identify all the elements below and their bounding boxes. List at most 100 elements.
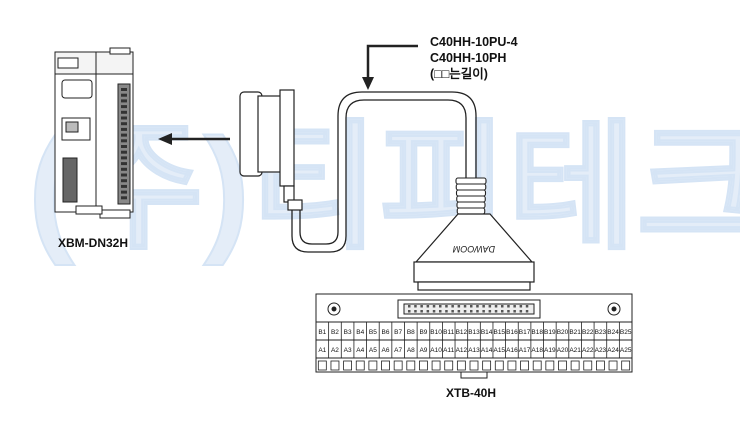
- plc-led: [121, 110, 127, 114]
- terminal-label-b: B15: [493, 329, 505, 336]
- plc-led: [121, 179, 127, 183]
- pin-hole: [482, 305, 485, 308]
- plc-led: [121, 99, 127, 103]
- pin-hole: [451, 305, 454, 308]
- terminal-label-b: B14: [481, 329, 493, 336]
- terminal-label-a: A25: [620, 347, 632, 354]
- terminal-block-label: XTB-40H: [446, 386, 497, 400]
- plc-led: [121, 116, 127, 120]
- terminal-label-a: A20: [557, 347, 569, 354]
- left-connector: [239, 89, 303, 211]
- terminal-label-a: A18: [531, 347, 543, 354]
- terminal-label-b: B3: [344, 329, 352, 336]
- pin-hole: [494, 305, 498, 308]
- pin-hole: [525, 305, 529, 308]
- terminal-label-b: B1: [318, 329, 326, 336]
- plc-led: [121, 173, 127, 177]
- terminal-screw: [469, 360, 479, 371]
- connector-pin-holes: [408, 305, 529, 313]
- terminal-label-b: B5: [369, 329, 377, 336]
- terminal-label-a: A22: [582, 347, 594, 354]
- terminal-screw: [608, 360, 618, 371]
- pin-hole: [501, 310, 504, 313]
- cable-length-note: (□□는길이): [430, 67, 488, 81]
- cable-model-2: C40HH-10PH: [430, 51, 507, 65]
- terminal-label-b: B25: [620, 329, 632, 336]
- pin-hole: [513, 305, 516, 308]
- pin-hole: [426, 305, 430, 308]
- pin-hole: [463, 310, 467, 313]
- plc-led-column: [121, 88, 127, 200]
- terminal-screw: [355, 360, 365, 371]
- terminal-label-b: B13: [468, 329, 480, 336]
- terminal-label-a: A8: [407, 347, 415, 354]
- pin-hole: [420, 310, 423, 313]
- terminal-label-b: B4: [356, 329, 364, 336]
- pin-hole: [457, 305, 461, 308]
- pin-hole: [507, 310, 510, 313]
- cable-path: [291, 91, 477, 253]
- terminal-screw: [431, 360, 441, 371]
- plc-module-label: XBM-DN32H: [58, 236, 129, 250]
- terminal-screw: [482, 360, 492, 371]
- terminal-label-a: A23: [595, 347, 607, 354]
- watermark-text: (주)티피테크: [28, 109, 740, 266]
- terminal-label-a: A6: [382, 347, 390, 354]
- terminal-screw: [570, 360, 580, 371]
- callout-arrow: [362, 44, 418, 90]
- cable-model-1: C40HH-10PU-4: [430, 35, 518, 49]
- plc-led: [121, 127, 127, 131]
- terminal-label-a: A11: [443, 347, 454, 354]
- cable-strain-relief: [455, 177, 487, 215]
- pin-hole: [408, 305, 411, 308]
- terminal-screw: [393, 360, 403, 371]
- plc-led: [121, 150, 127, 154]
- relief-ring: [455, 183, 487, 191]
- pin-hole: [476, 310, 479, 313]
- pin-hole: [439, 310, 442, 313]
- terminal-screw: [507, 360, 517, 371]
- terminal-label-b: B7: [394, 329, 402, 336]
- plc-led: [121, 196, 127, 200]
- terminal-screw: [419, 360, 428, 371]
- terminal-label-b: B21: [569, 329, 581, 336]
- pin-hole: [482, 310, 485, 313]
- plc-led: [121, 156, 127, 160]
- terminal-screw: [621, 360, 631, 371]
- terminal-label-b: B16: [506, 329, 518, 336]
- relief-ring: [456, 207, 486, 215]
- pin-hole: [525, 310, 529, 313]
- pin-hole: [408, 310, 411, 313]
- pin-hole: [513, 310, 516, 313]
- terminal-label-a: A1: [318, 347, 326, 354]
- terminal-label-a: A13: [468, 347, 480, 354]
- terminal-label-b: B18: [531, 329, 543, 336]
- plc-led: [121, 167, 127, 171]
- pin-hole: [457, 310, 461, 313]
- plc-led: [121, 105, 127, 109]
- terminal-screw: [343, 360, 353, 371]
- pin-hole: [501, 305, 504, 308]
- relief-ring: [456, 201, 486, 209]
- connector-brand: DAWOOM: [452, 244, 495, 254]
- terminal-screw: [368, 360, 378, 371]
- terminal-screw: [406, 360, 416, 371]
- relief-ring: [456, 195, 486, 203]
- cable-callout: C40HH-10PU-4 C40HH-10PH (□□는길이): [430, 34, 518, 82]
- terminal-screw: [456, 360, 466, 371]
- plc-led: [121, 190, 127, 194]
- terminal-screw: [596, 360, 605, 371]
- pin-hole: [451, 310, 454, 313]
- plc-led: [121, 93, 127, 97]
- terminal-label-a: A12: [456, 347, 468, 354]
- terminal-label-a: A7: [394, 347, 402, 354]
- terminal-label-a: A5: [369, 347, 377, 354]
- pin-hole: [414, 310, 417, 313]
- pin-hole: [420, 305, 423, 308]
- terminal-label-b: B8: [407, 329, 415, 336]
- plc-led: [121, 133, 127, 137]
- pin-hole: [494, 310, 498, 313]
- arrow-to-plc: [158, 133, 230, 145]
